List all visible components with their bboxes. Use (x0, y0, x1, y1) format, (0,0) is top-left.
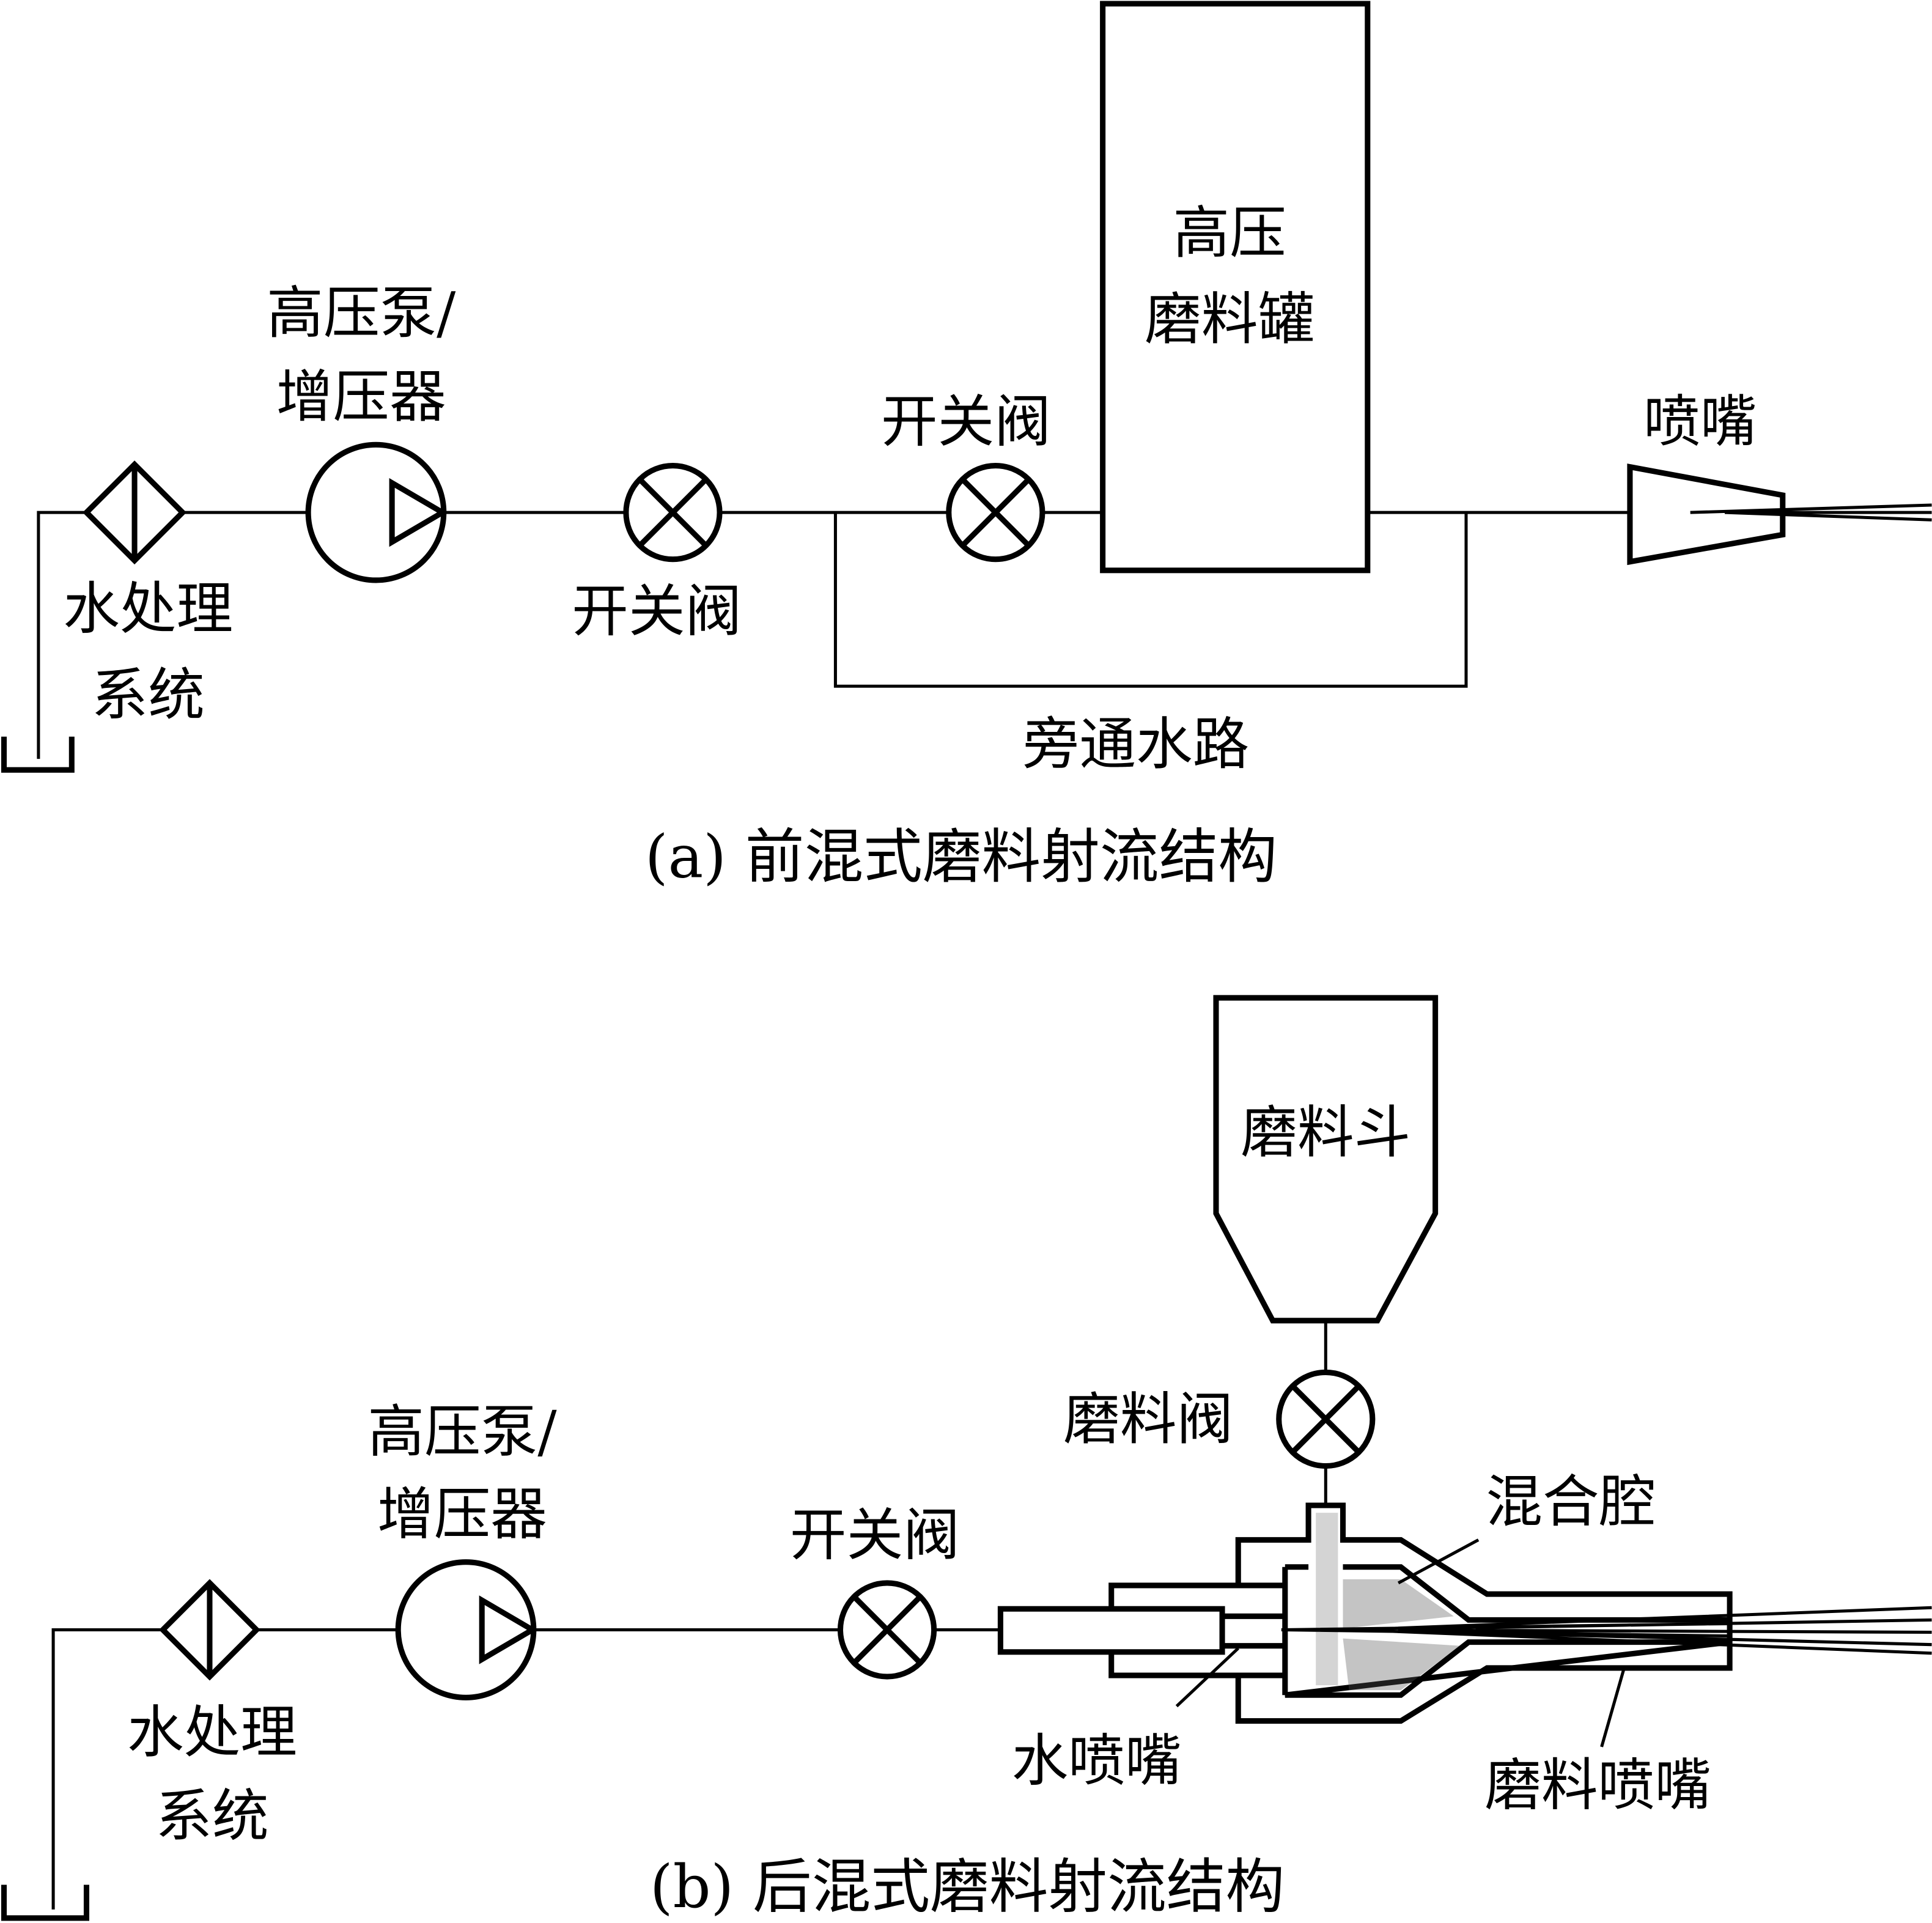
label-nozzle: 喷嘴 (1643, 388, 1757, 454)
filter-icon (158, 1579, 260, 1681)
caption-a: (a) 前混式磨料射流结构 (645, 822, 1277, 891)
water-reservoir-b (1, 1884, 90, 1921)
inlet-pipe-a (37, 511, 87, 759)
label-abrasive-nozzle: 磨料喷嘴 (1484, 1752, 1711, 1818)
diagram-b: 水处理 系统 高压泵/ 增压器 开关阀 磨料斗 磨料阀 混合腔 水喷嘴 磨料喷嘴… (1, 995, 1932, 1921)
pump-icon (305, 441, 448, 583)
label-water-nozzle: 水喷嘴 (1012, 1727, 1182, 1793)
label-water-treatment-1: 水处理 (63, 576, 233, 642)
inlet-pipe-b (51, 1628, 163, 1910)
leader-line (1175, 1647, 1239, 1708)
label-water-treatment-1: 水处理 (127, 1699, 297, 1765)
bypass-pipe (833, 512, 1468, 688)
label-bypass: 旁通水路 (1023, 711, 1250, 777)
pump-icon (395, 1559, 538, 1700)
abrasive-tank (1100, 1, 1371, 574)
label-pump-2: 增压器 (377, 1481, 547, 1547)
valve-icon (623, 463, 723, 563)
label-valve-1: 开关阀 (572, 578, 742, 644)
label-tank-1: 高压 (1173, 200, 1286, 266)
label-hopper: 磨料斗 (1241, 1099, 1410, 1165)
label-pump-1: 高压泵/ (267, 280, 456, 346)
filter-icon (83, 460, 187, 565)
jet-stream (1281, 1606, 1932, 1655)
mixing-head (997, 1502, 1932, 1748)
label-abrasive-valve: 磨料阀 (1063, 1386, 1233, 1452)
label-valve-2: 开关阀 (881, 388, 1051, 454)
label-tank-2: 磨料罐 (1145, 286, 1314, 352)
leader-line (1600, 1669, 1626, 1748)
nozzle-icon (1627, 463, 1932, 566)
valve-icon (837, 1580, 937, 1680)
abrasive-particles (1316, 1513, 1460, 1691)
label-pump-2: 增压器 (276, 364, 446, 430)
valve-icon (1276, 1369, 1376, 1469)
valve-icon (946, 463, 1045, 563)
abrasive-hopper (1213, 995, 1439, 1324)
diagram-a: 水处理 系统 高压泵/ 增压器 开关阀 开关阀 高压 磨料罐 喷嘴 旁通水路 (… (1, 1, 1932, 891)
leader-line (1397, 1538, 1480, 1585)
caption-b: (b) 后混式磨料射流结构 (650, 1852, 1285, 1921)
label-pump-1: 高压泵/ (367, 1398, 557, 1464)
label-water-treatment-2: 系统 (92, 662, 205, 728)
label-valve: 开关阀 (790, 1502, 960, 1568)
water-reservoir-a (1, 736, 75, 773)
label-water-treatment-2: 系统 (155, 1783, 268, 1849)
label-mixing-chamber: 混合腔 (1486, 1469, 1656, 1535)
